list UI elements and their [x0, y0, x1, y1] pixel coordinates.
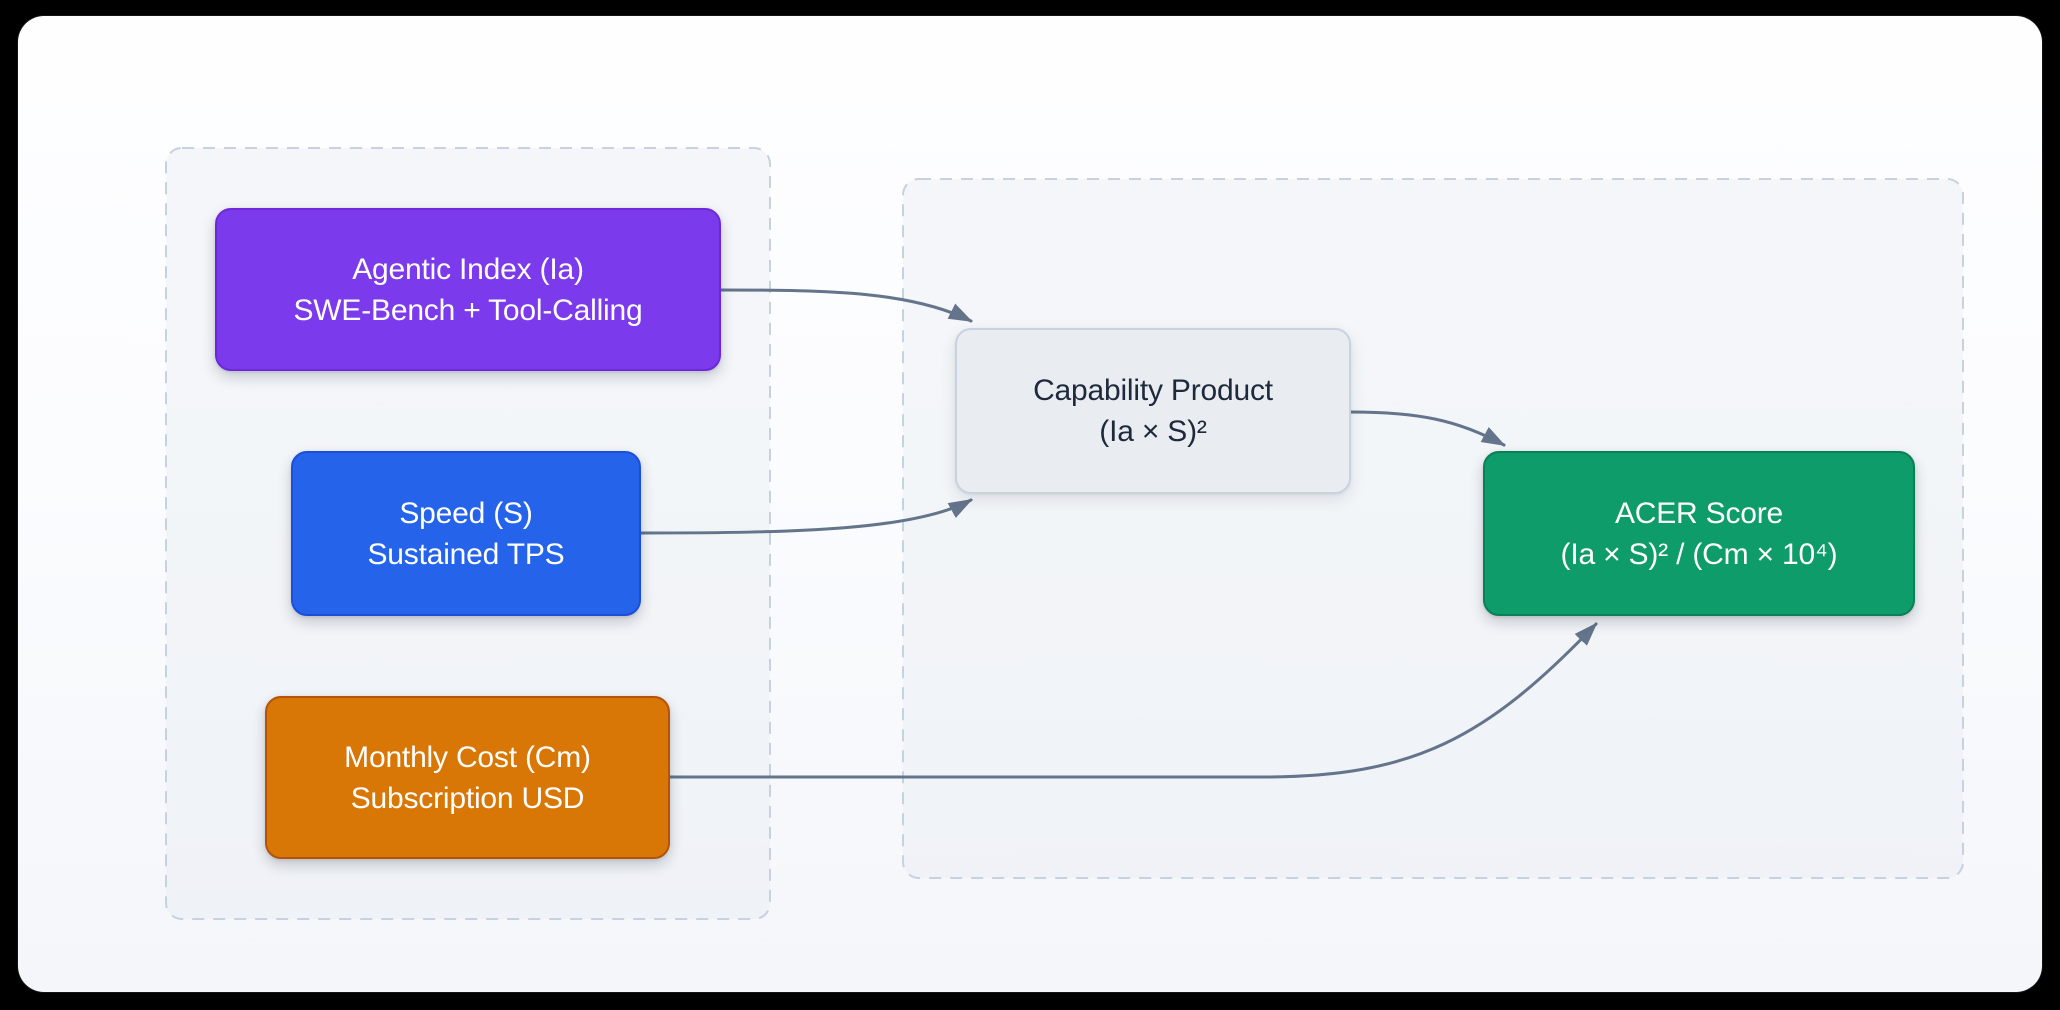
node-agentic-index[interactable]: Agentic Index (Ia) SWE-Bench + Tool-Call… — [215, 208, 721, 371]
edge-agentic-index-to-capability — [719, 288, 973, 323]
node-subtitle: SWE-Bench + Tool-Calling — [293, 293, 643, 327]
edge-capability-to-acer — [1349, 410, 1506, 447]
node-speed[interactable]: Speed (S) Sustained TPS — [291, 451, 641, 616]
node-subtitle: Sustained TPS — [367, 537, 565, 571]
edge-monthly-cost-to-acer — [668, 622, 1598, 779]
node-title: Capability Product — [1033, 374, 1273, 407]
node-subtitle: (Ia × S)² / (Cm × 10⁴) — [1560, 537, 1838, 571]
node-title: Speed (S) — [399, 496, 533, 530]
edge-speed-to-capability — [639, 498, 973, 535]
node-subtitle: (Ia × S)² — [1099, 415, 1207, 448]
node-capability-product[interactable]: Capability Product (Ia × S)² — [955, 328, 1351, 494]
flow-card[interactable]: Agentic Index (Ia) SWE-Bench + Tool-Call… — [18, 16, 2042, 992]
node-title: ACER Score — [1614, 496, 1784, 530]
node-monthly-cost[interactable]: Monthly Cost (Cm) Subscription USD — [265, 696, 670, 859]
node-title: Agentic Index (Ia) — [352, 252, 584, 286]
node-title: Monthly Cost (Cm) — [344, 740, 591, 774]
node-subtitle: Subscription USD — [350, 781, 585, 815]
node-acer-score[interactable]: ACER Score (Ia × S)² / (Cm × 10⁴) — [1483, 451, 1915, 616]
